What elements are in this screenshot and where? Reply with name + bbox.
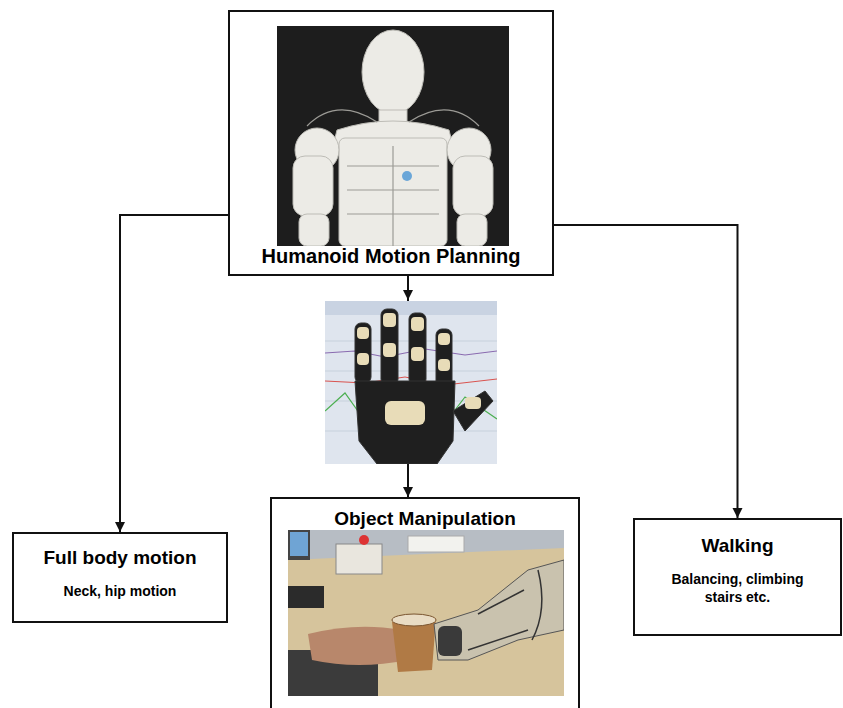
node-box: WalkingBalancing, climbing stairs etc. [633, 518, 842, 636]
node-title: Walking [653, 534, 822, 558]
photo-illustration [288, 530, 564, 700]
node-title: Object Manipulation [282, 507, 568, 531]
photo-illustration [277, 26, 509, 250]
node-box: Humanoid Motion Planning [228, 10, 554, 276]
node-subtitle: Neck, hip motion [24, 582, 216, 600]
connector-arrow [115, 215, 228, 532]
node-box: Object Manipulation [270, 497, 580, 708]
connector-arrow [554, 225, 743, 518]
node-subtitle: Balancing, climbing stairs etc. [653, 570, 822, 606]
node-box: Full body motionNeck, hip motion [12, 532, 228, 623]
node-title: Full body motion [24, 546, 216, 570]
robot-hand-photo [325, 301, 497, 464]
node-title: Humanoid Motion Planning [238, 244, 544, 269]
